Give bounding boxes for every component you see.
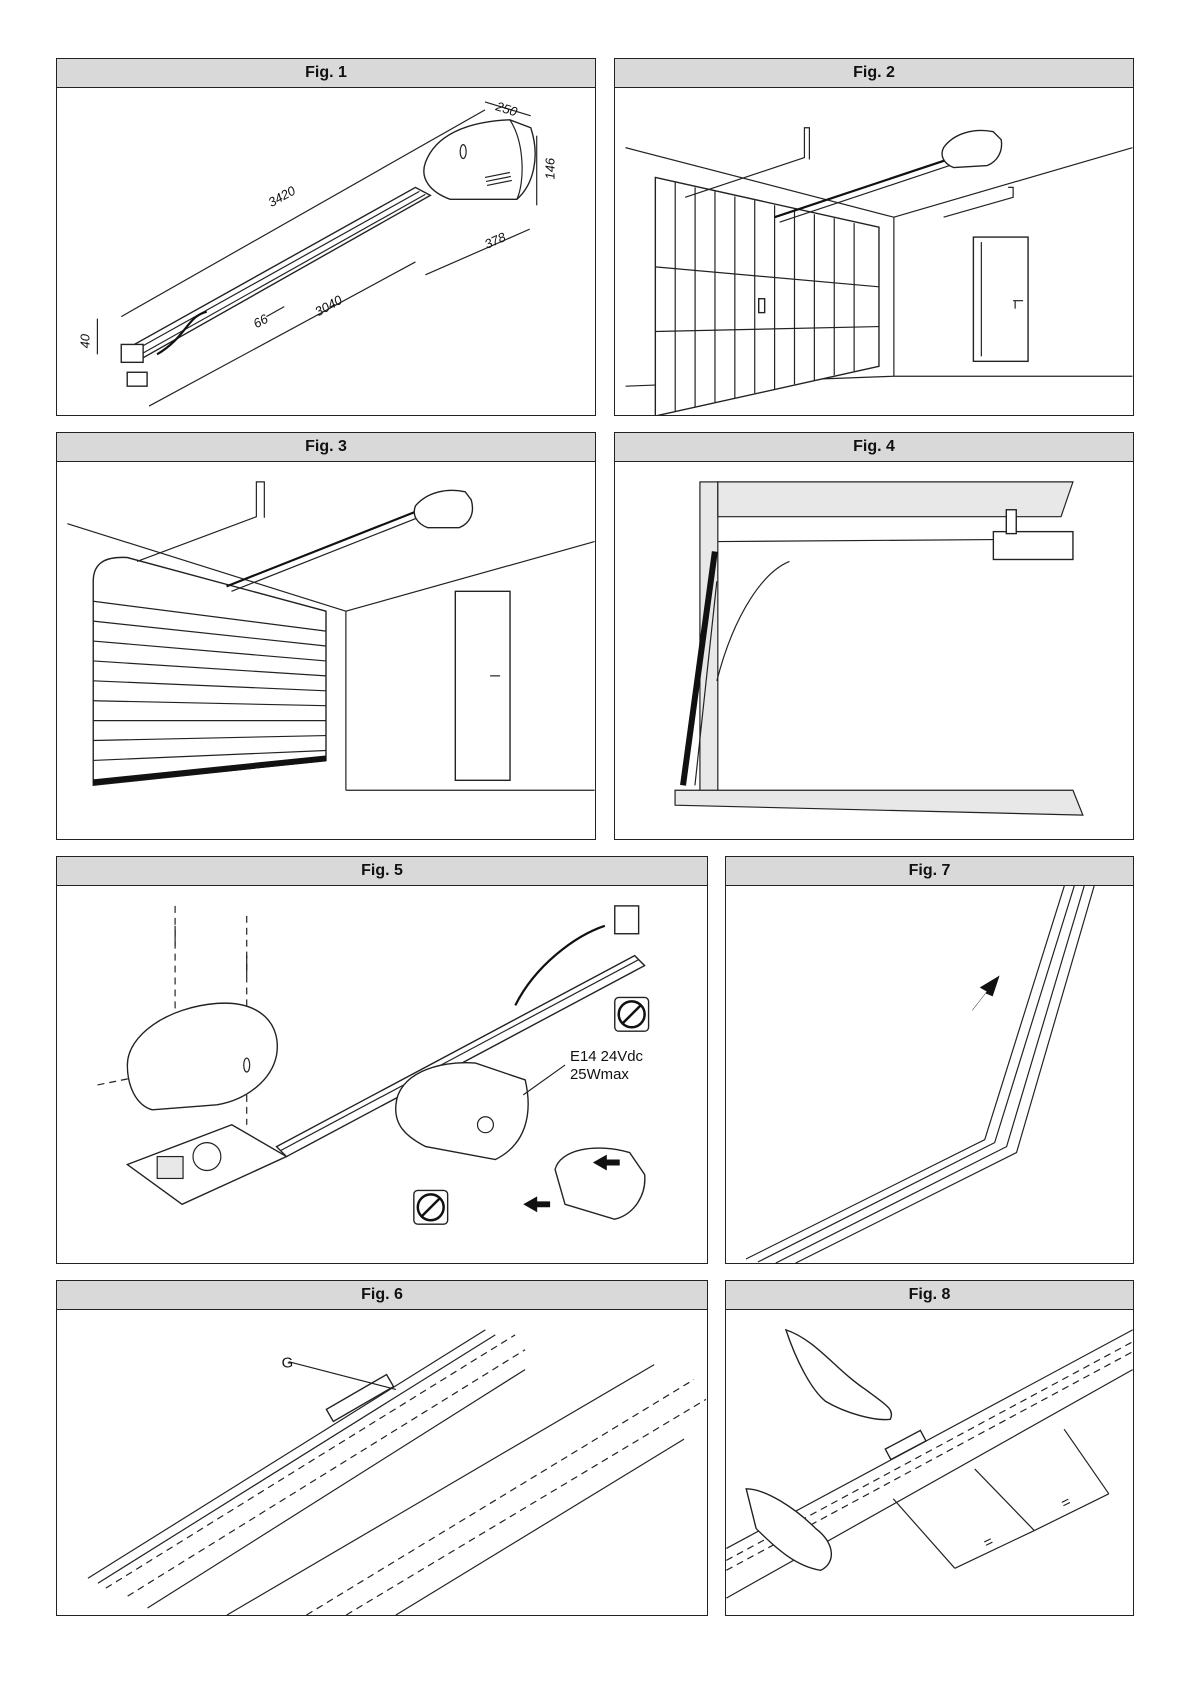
motor-cover bbox=[127, 1003, 277, 1110]
dimension-3040: 3040 bbox=[312, 292, 345, 319]
figure-4: Fig. 4 bbox=[614, 432, 1134, 840]
figure-1: Fig. 1 bbox=[56, 58, 596, 416]
motor-base-plate bbox=[127, 1125, 286, 1205]
figure-8: Fig. 8 = = bbox=[725, 1280, 1134, 1616]
figure-7-title: Fig. 7 bbox=[726, 857, 1133, 886]
equal-distance-marks bbox=[893, 1429, 1109, 1568]
dimension-3420: 3420 bbox=[266, 182, 299, 209]
figure-5: Fig. 5 bbox=[56, 856, 708, 1264]
sectional-garage-door bbox=[655, 177, 879, 415]
prohibited-icon-rail bbox=[615, 997, 649, 1031]
dimension-146: 146 bbox=[543, 157, 558, 179]
figure-6-title: Fig. 6 bbox=[57, 1281, 707, 1310]
figure-3: Fig. 3 bbox=[56, 432, 596, 840]
lamp-spec-line2: 25Wmax bbox=[570, 1066, 629, 1083]
figure-4-title: Fig. 4 bbox=[615, 433, 1133, 462]
rail-corner bbox=[746, 886, 1094, 1263]
lamp-spec-line1: E14 24Vdc bbox=[570, 1048, 643, 1065]
equal-mark-1: = bbox=[981, 1534, 996, 1552]
lamp-leader-line bbox=[523, 1065, 565, 1095]
figure-2: Fig. 2 bbox=[614, 58, 1134, 416]
rail-with-chain bbox=[726, 1330, 1132, 1598]
figure-3-title: Fig. 3 bbox=[57, 433, 595, 462]
rail-section-left bbox=[88, 1330, 525, 1608]
equal-mark-2: = bbox=[1059, 1494, 1074, 1512]
side-door bbox=[973, 237, 1028, 361]
figure-8-drawing: = = bbox=[726, 1310, 1133, 1615]
figure-2-title: Fig. 2 bbox=[615, 59, 1133, 88]
label-g-leader bbox=[289, 1362, 396, 1390]
front-bracket bbox=[121, 344, 147, 386]
figure-8-title: Fig. 8 bbox=[726, 1281, 1133, 1310]
figure-5-title: Fig. 5 bbox=[57, 857, 707, 886]
figure-6-drawing: G bbox=[57, 1310, 707, 1615]
figure-5-drawing: E14 24Vdc 25Wmax bbox=[57, 886, 707, 1263]
up-and-over-garage-door bbox=[93, 557, 326, 785]
arrow-icon bbox=[972, 976, 1000, 1012]
motor-unit bbox=[424, 120, 535, 200]
side-door bbox=[455, 591, 510, 780]
rail-section-right bbox=[227, 1365, 706, 1615]
figure-4-drawing bbox=[615, 462, 1133, 839]
figure-2-drawing bbox=[615, 88, 1133, 415]
tilting-door bbox=[683, 552, 789, 786]
figure-6: Fig. 6 G bbox=[56, 1280, 708, 1616]
dimension-40: 40 bbox=[77, 333, 92, 348]
prohibited-icon-motor bbox=[414, 1190, 448, 1224]
figure-3-drawing bbox=[57, 462, 595, 839]
dimension-66: 66 bbox=[251, 311, 272, 331]
rail bbox=[127, 187, 430, 358]
dimension-250: 250 bbox=[493, 98, 520, 119]
hands bbox=[746, 1330, 891, 1570]
figure-7: Fig. 7 bbox=[725, 856, 1134, 1264]
figure-7-drawing bbox=[726, 886, 1133, 1263]
dimension-378: 378 bbox=[482, 229, 509, 252]
figure-1-drawing: 250 146 3420 378 40 66 3040 bbox=[57, 88, 595, 415]
figure-1-title: Fig. 1 bbox=[57, 59, 595, 88]
label-g: G bbox=[282, 1356, 294, 1372]
